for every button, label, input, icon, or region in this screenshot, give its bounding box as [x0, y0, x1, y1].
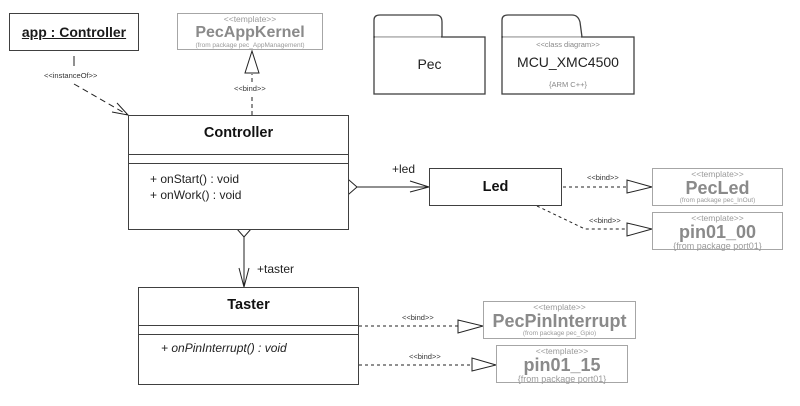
bind-pecpininterrupt[interactable]: [359, 319, 485, 334]
operation-onpininterrupt: + onPinInterrupt() : void: [161, 341, 287, 355]
template-stereotype: <<template>>: [691, 213, 744, 223]
template-from: {from package port01}: [517, 374, 607, 384]
template-from: (from package pec_InOut): [679, 197, 756, 204]
package-mcu-stereotype: <<class diagram>>: [536, 40, 600, 49]
bind-pin0100[interactable]: [536, 205, 654, 237]
role-led: +led: [392, 162, 416, 176]
instanceof-dependency[interactable]: [73, 56, 130, 116]
class-led[interactable]: Led: [429, 168, 562, 206]
bind-pin0115[interactable]: [359, 357, 498, 372]
class-taster[interactable]: Taster + onPinInterrupt() : void: [138, 287, 359, 385]
attributes-divider: [129, 154, 348, 155]
template-pecpininterrupt[interactable]: <<template>> PecPinInterrupt (from packa…: [483, 301, 636, 339]
operation-onwork: + onWork() : void: [150, 188, 242, 202]
template-pin0115[interactable]: <<template>> pin01_15 {from package port…: [496, 345, 628, 384]
template-stereotype: <<template>>: [223, 14, 277, 24]
bind-pecled[interactable]: [563, 179, 654, 194]
bind-pecled-label: <<bind>>: [587, 173, 619, 182]
package-mcu-constraint: {ARM C++}: [549, 80, 587, 89]
operation-onstart: + onStart() : void: [150, 172, 240, 186]
bind-appkernel-label: <<bind>>: [234, 84, 266, 93]
bind-appkernel[interactable]: [244, 49, 260, 115]
template-pin0100[interactable]: <<template>> pin01_00 {from package port…: [652, 212, 783, 251]
operations-divider: [129, 163, 348, 164]
template-name: PecAppKernel: [195, 24, 305, 41]
template-name: PecPinInterrupt: [492, 311, 627, 331]
instance-app-controller[interactable]: app : Controller: [9, 13, 139, 51]
template-stereotype: <<template>>: [535, 346, 589, 356]
aggregation-led[interactable]: [340, 179, 431, 195]
template-name: pin01_15: [523, 355, 601, 375]
bind-pin0100-label: <<bind>>: [589, 216, 621, 225]
bind-pin0115-label: <<bind>>: [409, 352, 441, 361]
class-controller[interactable]: Controller + onStart() : void + onWork()…: [128, 115, 349, 230]
attributes-divider: [139, 325, 358, 326]
instanceof-label: <<instanceOf>>: [44, 71, 98, 80]
role-taster: +taster: [257, 262, 295, 276]
class-name: Controller: [203, 125, 274, 141]
package-mcu-name: MCU_XMC4500: [517, 54, 619, 70]
template-pecappkernel[interactable]: <<template>> PecAppKernel (from package …: [177, 13, 323, 50]
class-name: Led: [482, 179, 509, 195]
template-name: pin01_00: [678, 222, 757, 242]
package-mcu[interactable]: [501, 14, 635, 95]
package-pec-name: Pec: [417, 56, 442, 72]
operations-divider: [139, 334, 358, 335]
template-from: {from package port01}: [673, 241, 762, 251]
template-stereotype: <<template>>: [691, 169, 744, 179]
aggregation-taster[interactable]: [236, 221, 252, 289]
template-pecled[interactable]: <<template>> PecLed (from package pec_In…: [652, 168, 783, 206]
instance-label: app : Controller: [21, 24, 127, 40]
template-name: PecLed: [685, 178, 750, 198]
template-from: (from package pec_AppManagement): [195, 42, 305, 49]
class-name: Taster: [227, 297, 270, 313]
bind-pecpininterrupt-label: <<bind>>: [402, 313, 434, 322]
template-from: (from package pec_Gpio): [522, 330, 597, 337]
package-pec[interactable]: [373, 14, 486, 95]
template-stereotype: <<template>>: [533, 302, 586, 312]
